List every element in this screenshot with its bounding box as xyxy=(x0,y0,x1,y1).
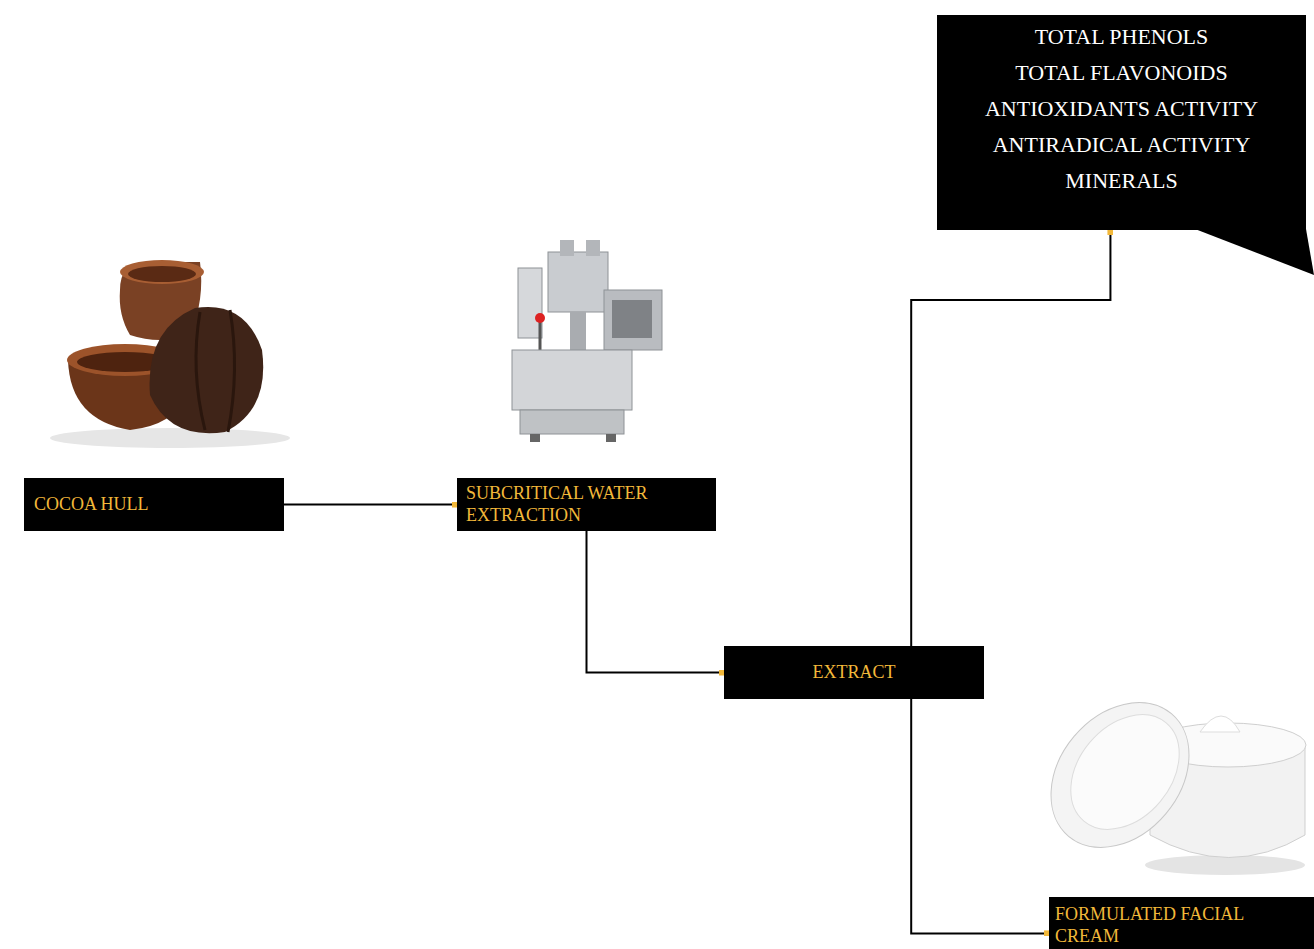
box-label: FORMULATED FACIAL CREAM xyxy=(1055,903,1308,947)
connector-line xyxy=(911,699,1049,933)
cocoa-hull-picture xyxy=(10,240,298,455)
box-label: COCOA HULL xyxy=(34,493,274,515)
connector-line xyxy=(911,230,1110,646)
box-label: ANTIOXIDANTS ACTIVITY xyxy=(943,91,1300,127)
box-label: MINERALS xyxy=(943,163,1300,199)
process-box: SUBCRITICAL WATER EXTRACTION xyxy=(457,478,716,531)
process-box: EXTRACT xyxy=(724,646,984,699)
connector-line xyxy=(587,531,725,673)
box-label: TOTAL PHENOLS xyxy=(943,19,1300,55)
connector-line xyxy=(284,504,457,506)
box-label: SUBCRITICAL WATER EXTRACTION xyxy=(466,482,706,526)
callout-tail xyxy=(1195,229,1314,275)
box-label: EXTRACT xyxy=(734,661,974,683)
extraction-machine-picture xyxy=(512,240,662,442)
output-box: FORMULATED FACIAL CREAM xyxy=(1049,897,1314,949)
cream-jar-picture xyxy=(1023,675,1306,875)
process-box: COCOA HULL xyxy=(24,478,284,531)
box-label: TOTAL FLAVONOIDS xyxy=(943,55,1300,91)
box-label: ANTIRADICAL ACTIVITY xyxy=(943,127,1300,163)
callout-box: TOTAL PHENOLSTOTAL FLAVONOIDSANTIOXIDANT… xyxy=(937,15,1306,230)
